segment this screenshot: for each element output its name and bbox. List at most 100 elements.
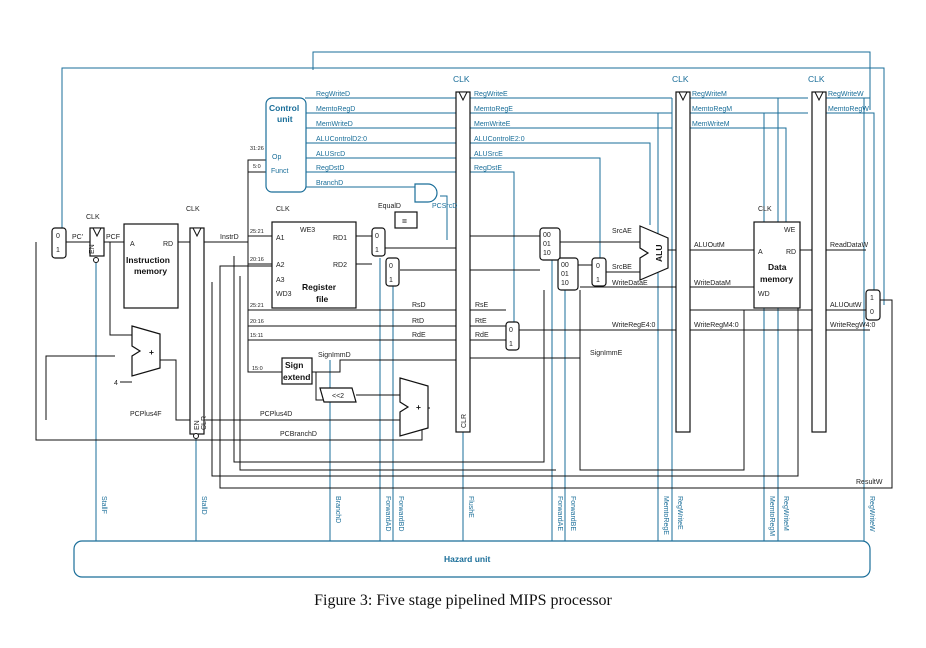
svg-text:Control: Control: [269, 103, 299, 113]
svg-text:Instruction: Instruction: [126, 255, 170, 265]
svg-text:PC': PC': [72, 234, 83, 241]
svg-text:RtD: RtD: [412, 318, 424, 325]
svg-text:ALUOutM: ALUOutM: [694, 242, 725, 249]
svg-text:MemtoRegW: MemtoRegW: [828, 106, 869, 113]
svg-text:ALUSrcD: ALUSrcD: [316, 151, 345, 158]
svg-text:EqualD: EqualD: [378, 203, 401, 210]
svg-text:WriteRegW4:0: WriteRegW4:0: [830, 322, 875, 329]
svg-text:0: 0: [870, 309, 874, 316]
svg-text:1: 1: [56, 247, 60, 254]
svg-text:MemWriteD: MemWriteD: [316, 121, 353, 128]
instruction-memory: A RD Instruction memory: [123, 223, 179, 309]
svg-text:ALUOutW: ALUOutW: [830, 302, 862, 309]
control-wires: [61, 51, 885, 541]
svg-text:RsE: RsE: [475, 302, 489, 309]
svg-text:WE: WE: [784, 227, 796, 234]
figure-caption: Figure 3: Five stage pipelined MIPS proc…: [314, 592, 612, 609]
clk-triangle: [92, 227, 102, 238]
svg-text:ALUControlD2:0: ALUControlD2:0: [316, 136, 367, 143]
svg-text:RegDstD: RegDstD: [316, 165, 344, 172]
svg-text:SignImmD: SignImmD: [318, 352, 351, 359]
svg-text:Sign: Sign: [285, 360, 303, 370]
svg-text:memory: memory: [760, 274, 793, 284]
svg-text:Op: Op: [272, 154, 281, 161]
svg-text:MemtoRegE: MemtoRegE: [474, 106, 513, 113]
reg-dst-mux: [505, 321, 520, 351]
svg-text:StallD: StallD: [200, 496, 207, 515]
svg-text:0: 0: [56, 233, 60, 240]
svg-text:PCBranchD: PCBranchD: [280, 431, 317, 438]
svg-text:25:21: 25:21: [250, 303, 264, 309]
svg-text:RtE: RtE: [475, 318, 487, 325]
svg-text:RegWriteE: RegWriteE: [676, 496, 683, 530]
svg-text:A: A: [758, 249, 763, 256]
svg-text:RegWriteM: RegWriteM: [782, 496, 789, 531]
svg-text:PCPlus4D: PCPlus4D: [260, 411, 292, 418]
svg-text:StallF: StallF: [100, 496, 107, 514]
ex-mem-register: [675, 91, 691, 433]
svg-text:+: +: [416, 402, 421, 412]
forward-bd-mux: [385, 257, 400, 287]
svg-text:SignImmE: SignImmE: [590, 350, 623, 357]
svg-text:0: 0: [389, 263, 393, 270]
clk-triangle: [192, 227, 202, 238]
svg-text:10: 10: [561, 280, 569, 287]
shift-left-two: <<2: [319, 387, 357, 403]
clk-label: CLK: [186, 206, 200, 213]
svg-text:PCSrcD: PCSrcD: [432, 203, 457, 210]
svg-text:01: 01: [543, 241, 551, 248]
svg-text:+: +: [149, 347, 154, 357]
svg-text:SrcBE: SrcBE: [612, 264, 632, 271]
svg-text:MemtoRegM: MemtoRegM: [692, 106, 732, 113]
pipeline-registers: [89, 91, 827, 435]
clk-triangle: [814, 91, 824, 102]
svg-text:15:0: 15:0: [252, 366, 263, 372]
mem-wb-register: [811, 91, 827, 433]
svg-text:01: 01: [561, 271, 569, 278]
svg-text:MemWriteM: MemWriteM: [692, 121, 730, 128]
svg-text:RD1: RD1: [333, 235, 347, 242]
svg-text:1: 1: [509, 341, 513, 348]
control-signal-labels-memory: RegWriteM MemtoRegM MemWriteM: [692, 91, 732, 128]
svg-text:RdE: RdE: [412, 332, 426, 339]
svg-text:WD: WD: [758, 291, 770, 298]
pc-mux: [51, 227, 67, 259]
svg-text:RdE: RdE: [475, 332, 489, 339]
svg-text:MemWriteE: MemWriteE: [474, 121, 511, 128]
svg-text:RegWriteE: RegWriteE: [474, 91, 508, 98]
svg-text:15:11: 15:11: [250, 333, 263, 339]
svg-text:0: 0: [509, 327, 513, 334]
svg-text:extend: extend: [283, 372, 310, 382]
svg-text:1: 1: [389, 277, 393, 284]
svg-text:31:26: 31:26: [250, 146, 264, 152]
svg-text:ForwardAE: ForwardAE: [556, 496, 563, 531]
control-signal-labels-execute: RegWriteE MemtoRegE MemWriteE ALUControl…: [474, 91, 525, 172]
svg-text:file: file: [316, 294, 329, 304]
register-file: WE3 A1 A2 A3 WD3 RD1 RD2 Register file: [271, 221, 357, 309]
sign-extend: Sign extend: [281, 357, 313, 385]
control-signal-labels-decode: RegWriteD MemtoRegD MemWriteD ALUControl…: [316, 91, 367, 187]
svg-text:WriteRegE4:0: WriteRegE4:0: [612, 322, 656, 329]
svg-text:unit: unit: [277, 114, 293, 124]
svg-text:A: A: [130, 241, 135, 248]
svg-text:PCF: PCF: [106, 234, 120, 241]
data-memory: WE A RD WD Data memory: [753, 221, 801, 309]
forward-be-mux: [557, 257, 579, 291]
datapath-signal-labels: PC' PCF InstrD EqualD PCSrcD RsD RtD RdE…: [72, 203, 883, 486]
svg-text:0: 0: [596, 263, 600, 270]
clk-label: CLK: [758, 206, 772, 213]
svg-text:1: 1: [596, 277, 600, 284]
svg-text:A3: A3: [276, 277, 285, 284]
svg-text:RD2: RD2: [333, 262, 347, 269]
svg-text:ALUControlE2:0: ALUControlE2:0: [474, 136, 525, 143]
svg-text:CLR: CLR: [201, 416, 208, 430]
clk-label: CLK: [453, 74, 470, 84]
svg-text:RegWriteW: RegWriteW: [868, 496, 875, 532]
svg-text:10: 10: [543, 250, 551, 257]
svg-text:20:16: 20:16: [250, 319, 264, 325]
id-ex-register: [455, 91, 471, 433]
svg-text:MemtoRegE: MemtoRegE: [662, 496, 669, 535]
svg-text:RD: RD: [786, 249, 796, 256]
svg-text:InstrD: InstrD: [220, 234, 239, 241]
svg-text:ForwardBD: ForwardBD: [397, 496, 404, 531]
